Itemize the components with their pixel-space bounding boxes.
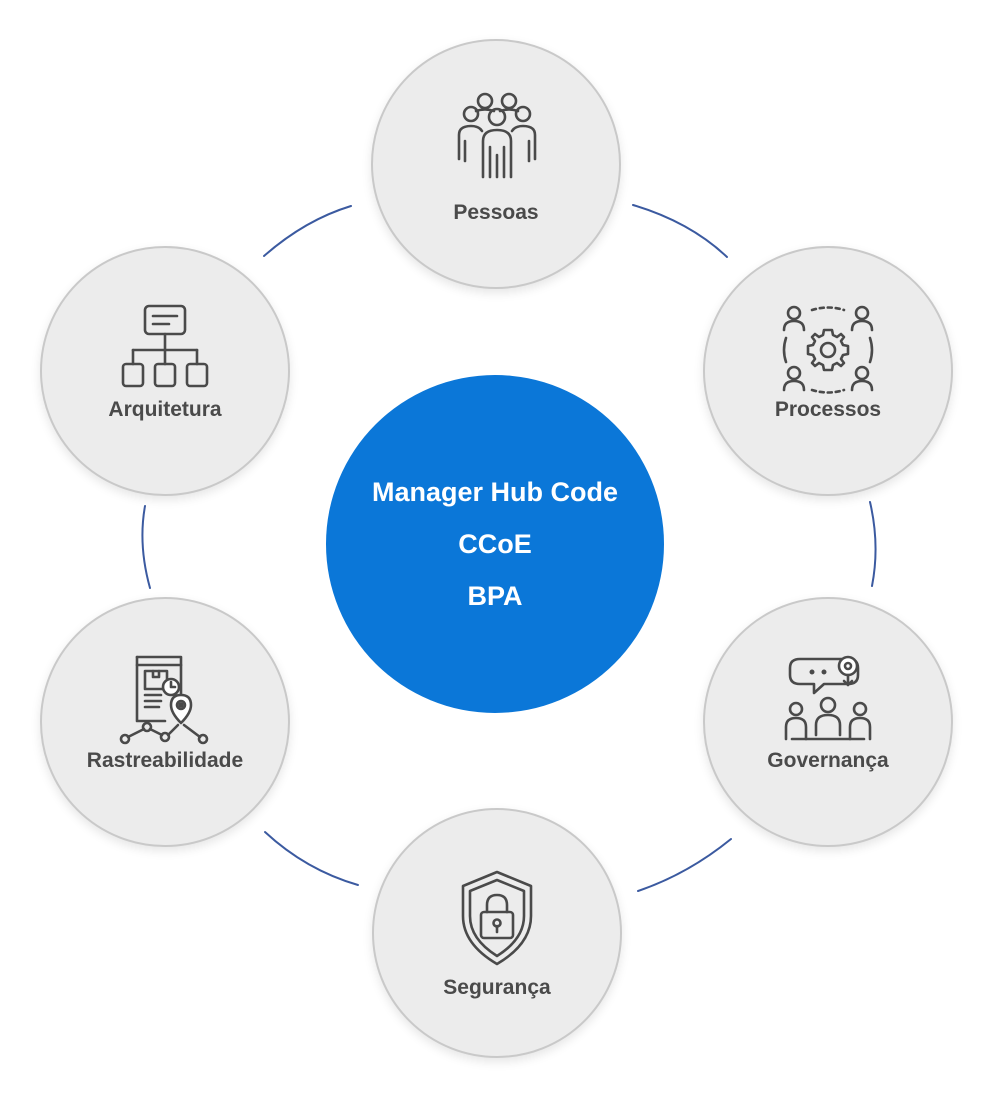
- node-label-pessoas: Pessoas: [453, 201, 539, 224]
- node-label-rastreabilidade: Rastreabilidade: [86, 749, 244, 772]
- shield-lock-icon: [461, 870, 533, 966]
- node-rastreabilidade[interactable]: Rastreabilidade: [40, 597, 290, 847]
- center-subtitle-ccoe: CCoE: [458, 529, 532, 559]
- connector-rastreabilidade-arquitetura: [141, 505, 151, 589]
- connector-processos-governanca: [869, 501, 877, 587]
- connector-pessoas-processos: [632, 204, 728, 258]
- node-label-seguranca: Segurança: [443, 976, 551, 999]
- connector-seguranca-rastreabilidade: [264, 831, 359, 886]
- meeting-discussion-icon: [784, 655, 872, 741]
- center-hub-circle: Manager Hub Code CCoE BPA: [326, 375, 664, 713]
- connector-governanca-seguranca: [637, 838, 732, 892]
- tracking-location-icon: [119, 655, 209, 745]
- node-label-arquitetura: Arquitetura: [108, 398, 222, 421]
- node-arquitetura[interactable]: Arquitetura: [40, 246, 290, 496]
- node-pessoas[interactable]: Pessoas: [371, 39, 621, 289]
- people-group-icon: [457, 92, 537, 179]
- center-title: Manager Hub Code: [371, 477, 619, 507]
- node-label-governanca: Governança: [767, 749, 889, 772]
- node-seguranca[interactable]: Segurança: [372, 808, 622, 1058]
- hierarchy-structure-icon: [121, 304, 209, 388]
- people-gear-cycle-icon: [782, 305, 874, 394]
- connector-arquitetura-pessoas: [263, 205, 352, 257]
- node-governanca[interactable]: Governança: [703, 597, 953, 847]
- node-processos[interactable]: Processos: [703, 246, 953, 496]
- center-subtitle-bpa: BPA: [467, 581, 523, 611]
- node-label-processos: Processos: [774, 398, 882, 421]
